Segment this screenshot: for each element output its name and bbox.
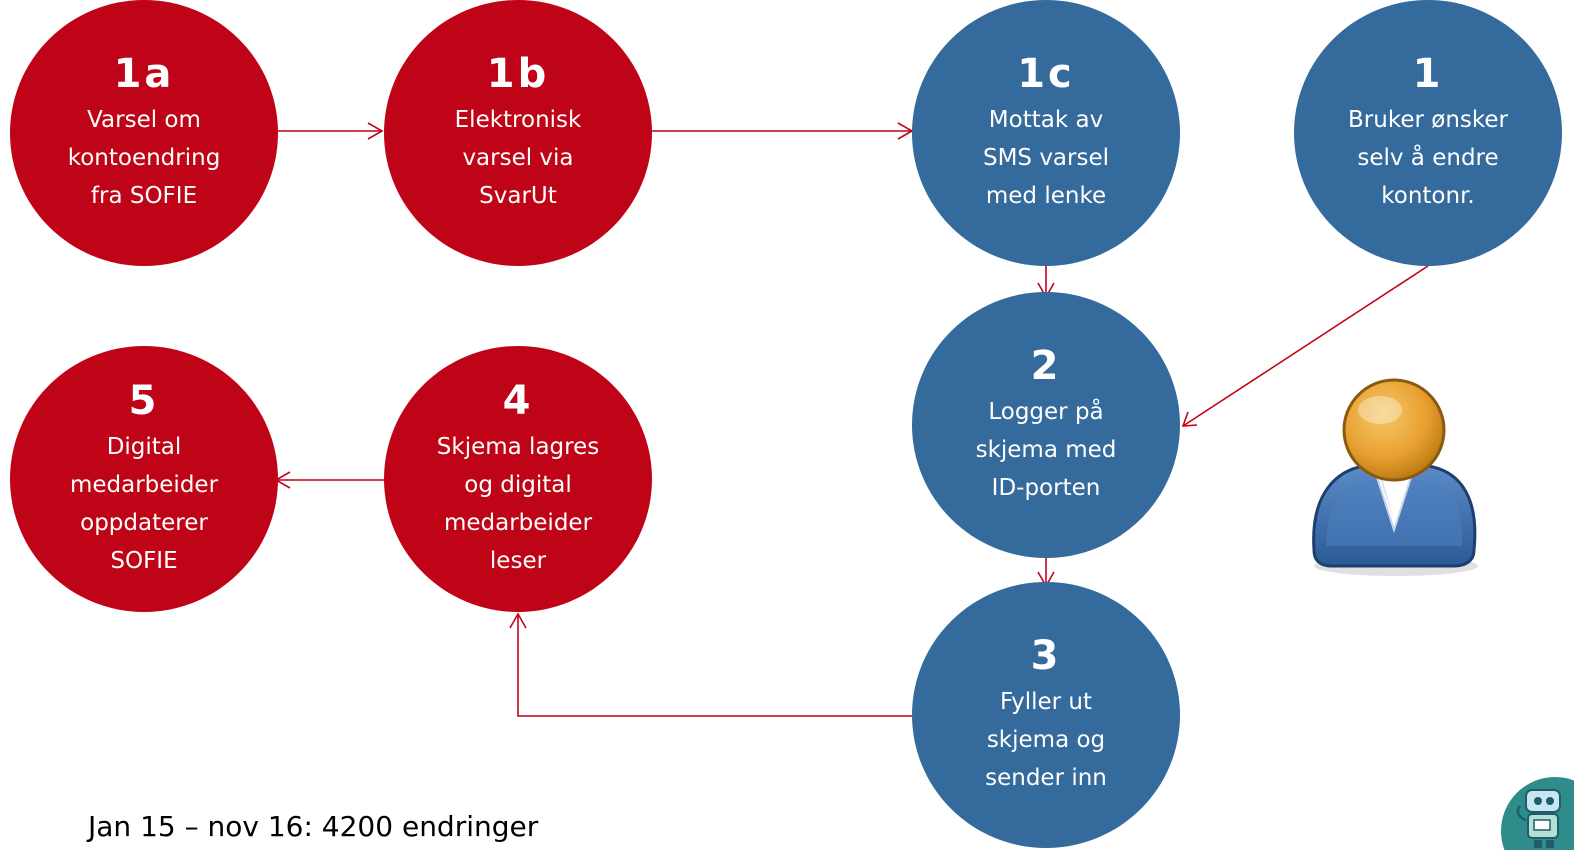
- step-2-number: 2: [1030, 343, 1062, 389]
- step-3-number: 3: [1030, 633, 1062, 679]
- step-1a-node: 1a Varsel om kontoendring fra SOFIE: [10, 0, 278, 266]
- step-1a-number: 1a: [113, 51, 175, 97]
- step-1b-number: 1b: [486, 51, 550, 97]
- step-1c-label: Mottak av SMS varsel med lenke: [982, 107, 1110, 209]
- step-1b-node: 1b Elektronisk varsel via SvarUt: [384, 0, 652, 266]
- step-3-label: Fyller ut skjema og sender inn: [985, 689, 1107, 791]
- step-1-node: 1 Bruker ønsker selv å endre kontonr.: [1294, 0, 1562, 266]
- arrow-1-to-2: [1181, 265, 1429, 427]
- arrow-4-to-5: [274, 471, 386, 489]
- step-1c-node: 1c Mottak av SMS varsel med lenke: [912, 0, 1180, 266]
- user-avatar-icon: [1312, 378, 1478, 576]
- step-1c-number: 1c: [1017, 51, 1075, 97]
- step-5-node: 5 Digital medarbeider oppdaterer SOFIE: [10, 346, 278, 612]
- step-1b-label: Elektronisk varsel via SvarUt: [454, 107, 582, 209]
- step-2-node: 2 Logger på skjema med ID-porten: [912, 292, 1180, 558]
- arrow-1b-to-1c: [652, 122, 914, 140]
- step-5-number: 5: [128, 378, 160, 424]
- robot-icon: [1501, 777, 1574, 850]
- step-4-node: 4 Skjema lagres og digital medarbeider l…: [384, 346, 652, 612]
- arrow-3-to-4: [509, 612, 912, 717]
- step-5-label: Digital medarbeider oppdaterer SOFIE: [69, 434, 219, 574]
- step-3-node: 3 Fyller ut skjema og sender inn: [912, 582, 1180, 848]
- step-1-number: 1: [1412, 51, 1444, 97]
- step-1a-label: Varsel om kontoendring fra SOFIE: [67, 107, 221, 209]
- arrow-1a-to-1b: [276, 122, 384, 140]
- footnote-stats: Jan 15 – nov 16: 4200 endringer: [88, 810, 539, 843]
- step-2-label: Logger på skjema med ID-porten: [975, 399, 1117, 501]
- step-4-number: 4: [502, 378, 534, 424]
- step-4-label: Skjema lagres og digital medarbeider les…: [436, 434, 600, 574]
- step-1-label: Bruker ønsker selv å endre kontonr.: [1348, 107, 1508, 209]
